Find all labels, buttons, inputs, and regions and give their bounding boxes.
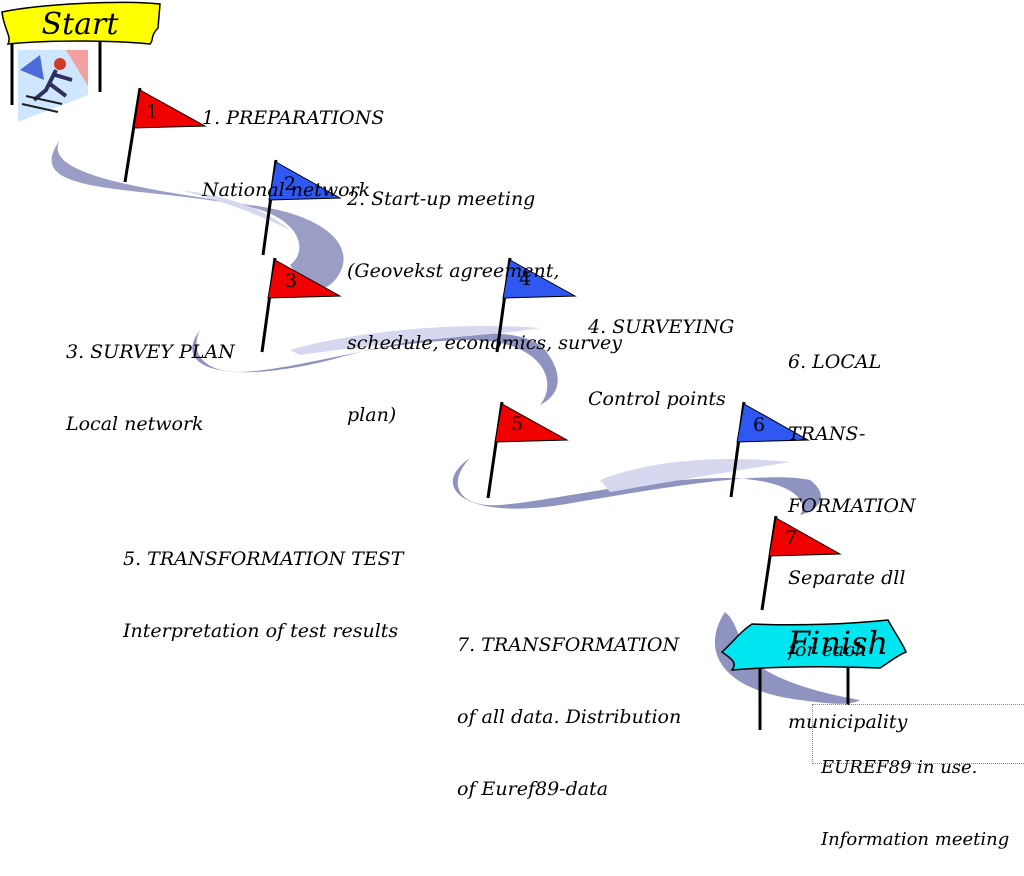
flag-6-number: 6	[753, 414, 765, 436]
step-5-line-2: Interpretation of test results	[123, 620, 399, 642]
step-2-text: 2. Start-up meeting (Geovekst agreement,…	[347, 139, 622, 451]
step-7-title: 7. TRANSFORMATION	[457, 634, 680, 656]
step-2-line-4: plan)	[347, 404, 397, 426]
ski-route-diagram: Start 1 2 3 4 5 6	[1, 1, 907, 730]
step-6-text: 6. LOCAL TRANS- FORMATION Separate dll f…	[788, 302, 916, 758]
step-7-line-2: of all data. Distribution	[457, 706, 682, 728]
finish-sign: Finish	[720, 619, 907, 730]
flag-6: 6	[729, 401, 810, 498]
step-5-text: 5. TRANSFORMATION TEST Interpretation of…	[123, 499, 403, 667]
step-2-title: 2. Start-up meeting	[347, 188, 536, 210]
step-6-line-2: TRANS-	[788, 423, 866, 445]
step-2-line-3: schedule, economics, survey	[347, 332, 623, 354]
start-sign: Start	[1, 1, 161, 105]
step-4-title: 4. SURVEYING	[588, 316, 735, 338]
step-4-text: 4. SURVEYING Control points	[588, 267, 734, 435]
skier-icon	[18, 50, 88, 122]
step-6-line-5: for each	[788, 639, 868, 661]
finish-note: EUREF89 in use. Information meeting	[821, 708, 1021, 876]
flag-3: 3	[260, 257, 342, 353]
step-2-line-2: (Geovekst agreement,	[347, 260, 560, 282]
step-1-title: 1. PREPARATIONS	[202, 107, 385, 129]
flag-1: 1	[123, 87, 207, 183]
step-6-title: 6. LOCAL	[788, 351, 882, 373]
step-6-line-3: FORMATION	[788, 495, 916, 517]
step-7-line-3: of Euref89-data	[457, 778, 609, 800]
flag-7: 7	[760, 515, 842, 611]
step-1-text: 1. PREPARATIONS National network	[202, 58, 384, 226]
flag-4-number: 4	[519, 268, 531, 290]
step-3-title: 3. SURVEY PLAN	[66, 341, 235, 363]
flag-3-number: 3	[285, 270, 297, 292]
finish-note-box	[812, 704, 1024, 764]
step-4-line-2: Control points	[588, 388, 726, 410]
start-sign-text: Start	[42, 7, 120, 42]
step-6-line-4: Separate dll	[788, 567, 906, 589]
finish-note-line-1: EUREF89 in use.	[821, 757, 978, 778]
finish-sign-text: Finish	[787, 624, 888, 662]
flag-5: 5	[486, 401, 569, 499]
flag-7-number: 7	[785, 527, 797, 549]
flag-1-number: 1	[146, 101, 158, 123]
step-1-line-2: National network	[202, 179, 371, 201]
step-3-line-2: Local network	[66, 413, 204, 435]
ski-route-path	[51, 140, 860, 704]
step-6-line-6: municipality	[788, 711, 908, 733]
flag-5-number: 5	[511, 413, 523, 435]
flag-2-number: 2	[284, 173, 296, 195]
finish-note-line-2: Information meeting	[821, 829, 1010, 850]
flag-4: 4	[495, 257, 577, 353]
flag-2: 2	[261, 159, 342, 256]
step-5-title: 5. TRANSFORMATION TEST	[123, 548, 404, 570]
step-3-text: 3. SURVEY PLAN Local network	[66, 292, 235, 460]
step-7-text: 7. TRANSFORMATION of all data. Distribut…	[457, 585, 681, 825]
